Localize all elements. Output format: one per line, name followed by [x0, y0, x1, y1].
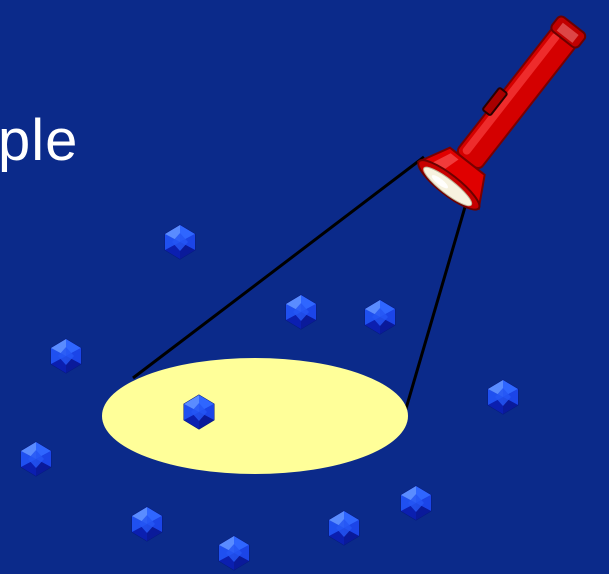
- gem-icon: [219, 536, 249, 570]
- gem-icon: [286, 295, 316, 329]
- gem-icon: [365, 300, 395, 334]
- flashlight-icon: [413, 2, 604, 217]
- gem-icon: [51, 339, 81, 373]
- gem-icon: [329, 511, 359, 545]
- gem-icon: [488, 380, 518, 414]
- gem-icon: [21, 442, 51, 476]
- gem-icon: [132, 507, 162, 541]
- spotlight-circle: [102, 358, 408, 474]
- gem-icon: [401, 486, 431, 520]
- gem-icon: [165, 225, 195, 259]
